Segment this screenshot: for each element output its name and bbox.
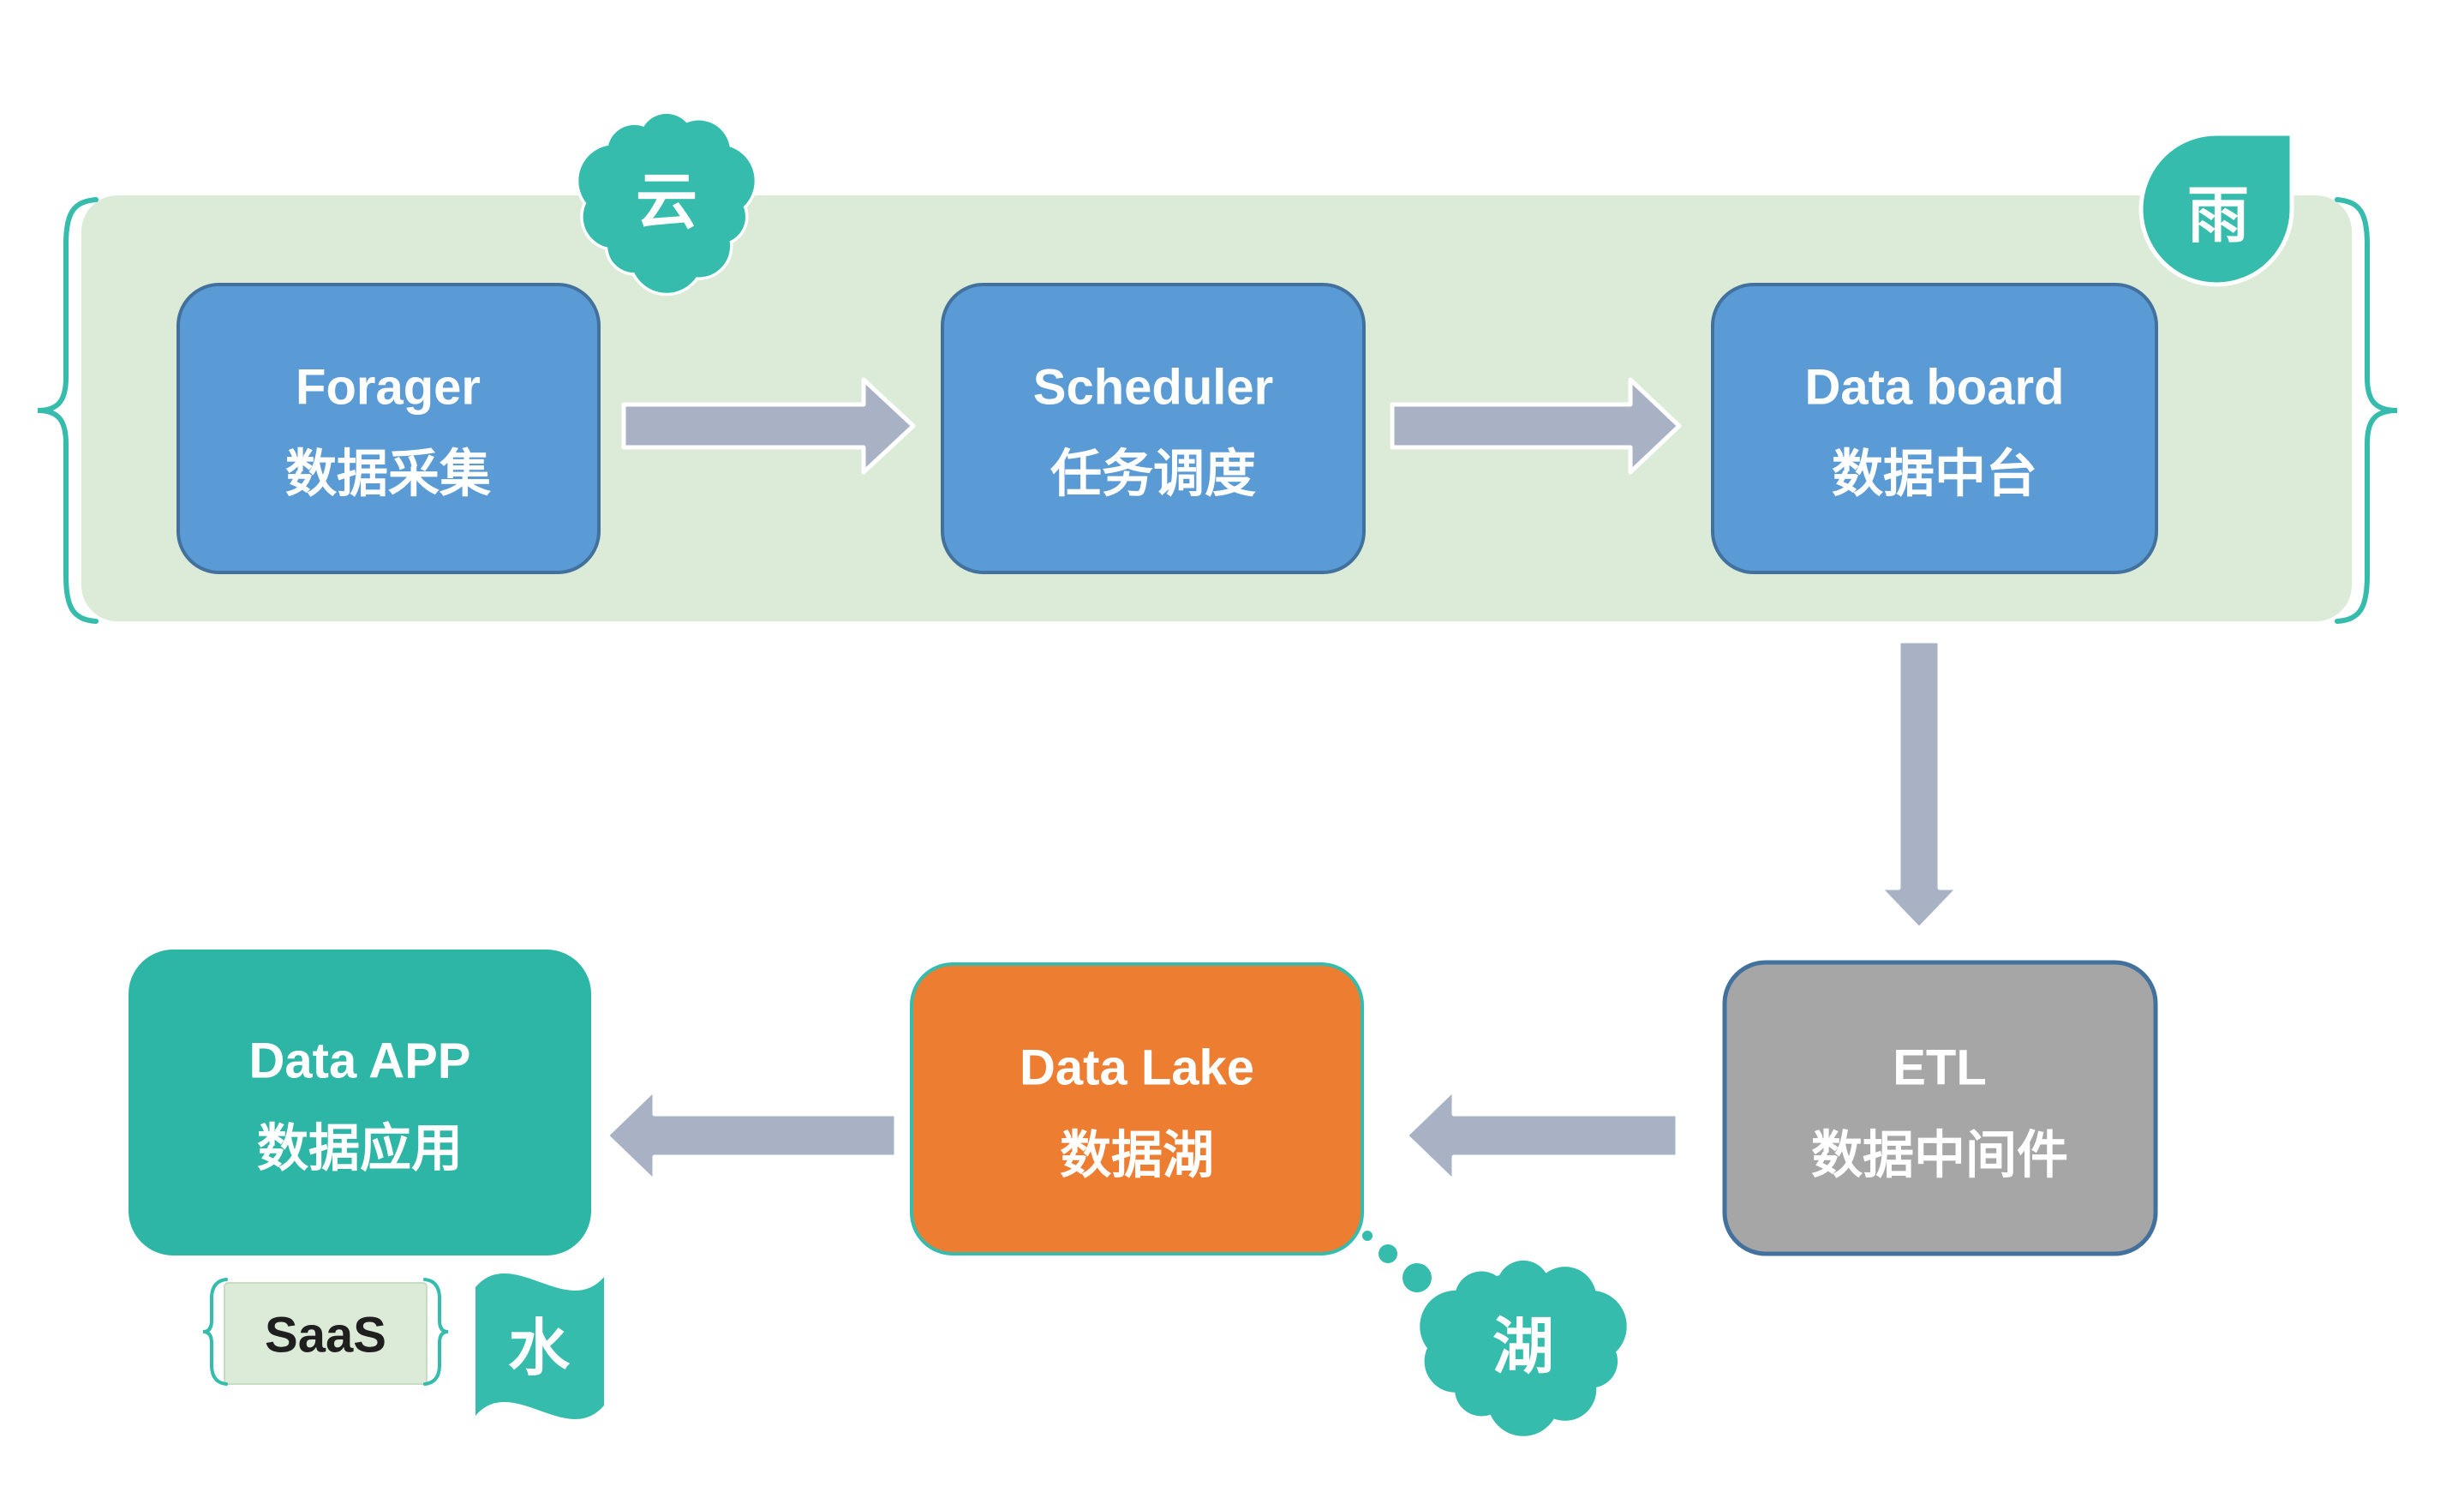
saas-left-brace	[202, 1278, 228, 1386]
arrow-scheduler-to-databoard	[1390, 377, 1682, 475]
forager-label-zh: 数据采集	[285, 446, 491, 503]
datalake-box	[910, 962, 1364, 1255]
water-char-label: 水	[508, 1315, 571, 1383]
water-flag-shape	[475, 1273, 604, 1419]
saas-label: SaaS	[265, 1308, 386, 1363]
scheduler-label-en: Scheduler	[1033, 360, 1273, 416]
lake-bubble-shape	[1416, 1257, 1630, 1440]
arrow-etl-to-datalake	[1403, 1087, 1680, 1184]
datalake-label-zh: 数据湖	[1060, 1127, 1214, 1184]
scheduler-box	[941, 283, 1366, 574]
etl-label-zh: 数据中间件	[1811, 1127, 2068, 1184]
arrow-databoard-to-etl	[1877, 638, 1961, 932]
databoard-label-zh: 数据中台	[1832, 446, 2037, 503]
etl-box	[1722, 960, 2158, 1256]
arrow-datalake-to-dataapp	[604, 1087, 899, 1184]
dataapp-label-zh: 数据应用	[257, 1120, 463, 1177]
cloud-char-label: 云	[636, 168, 697, 237]
dataapp-box	[129, 950, 591, 1255]
bubble-dot-large	[1402, 1263, 1432, 1292]
databoard-label-en: Data board	[1805, 360, 2065, 416]
etl-label-en: ETL	[1893, 1040, 1987, 1096]
bubble-dot-medium	[1379, 1244, 1397, 1263]
saas-right-brace	[423, 1278, 449, 1386]
scheduler-label-zh: 任务调度	[1050, 446, 1256, 503]
cloud-shape	[575, 111, 758, 297]
rain-char-label: 雨	[2187, 182, 2249, 250]
raindrop-shape	[2138, 131, 2294, 287]
bubble-dot-small	[1362, 1231, 1373, 1241]
saas-box	[224, 1282, 428, 1385]
left-brace	[37, 197, 99, 624]
right-brace	[2335, 197, 2398, 624]
forager-label-en: Forager	[296, 360, 481, 416]
dataapp-label-en: Data APP	[249, 1034, 471, 1089]
forager-box	[176, 283, 601, 574]
databoard-box	[1711, 283, 2158, 574]
datalake-label-en: Data Lake	[1020, 1040, 1254, 1096]
arrow-forager-to-scheduler	[621, 377, 916, 475]
lake-char-label: 湖	[1492, 1313, 1554, 1381]
